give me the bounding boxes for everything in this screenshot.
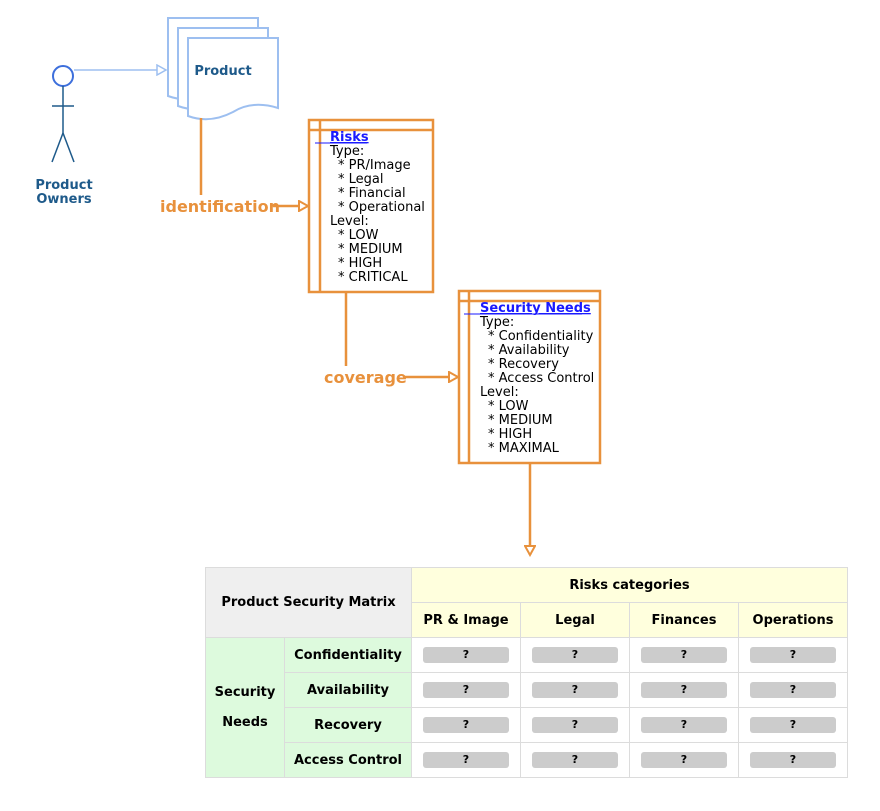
matrix-cell[interactable]: ? xyxy=(629,707,739,743)
risks-note: Risks Type:* PR/Image* Legal* Financial*… xyxy=(307,118,435,294)
security-note-line: * MAXIMAL xyxy=(488,441,560,456)
table-row: Recovery ? ? ? ? xyxy=(206,707,848,743)
security-note-box xyxy=(457,289,602,465)
actor-leg-left xyxy=(51,132,64,163)
actor-label-line1: Product xyxy=(35,178,92,193)
security-note-line: * LOW xyxy=(488,399,529,414)
actor-leg-right xyxy=(62,132,75,163)
risks-note-line: * Legal xyxy=(338,172,383,187)
cell-value: ? xyxy=(423,647,509,663)
matrix-cell[interactable]: ? xyxy=(411,707,521,743)
risks-note-line: * Operational xyxy=(338,200,425,215)
coverage-arrow: coverage xyxy=(324,292,458,387)
cell-value: ? xyxy=(532,647,618,663)
identification-arrow: identification xyxy=(160,118,308,216)
product-security-matrix: Product Security Matrix Risks categories… xyxy=(205,567,848,778)
column-header-finances: Finances xyxy=(629,602,739,638)
table-row: Access Control ? ? ? ? xyxy=(206,742,848,778)
risks-note-line: Type: xyxy=(329,144,364,159)
security-note-line: * HIGH xyxy=(488,427,532,442)
matrix-cell[interactable]: ? xyxy=(520,672,630,708)
matrix-cell[interactable]: ? xyxy=(738,637,848,673)
row-label-recovery: Recovery xyxy=(284,707,412,743)
matrix-cell[interactable]: ? xyxy=(629,742,739,778)
cell-value: ? xyxy=(641,682,727,698)
matrix-cell[interactable]: ? xyxy=(629,637,739,673)
security-note-line: Level: xyxy=(480,385,519,400)
cell-value: ? xyxy=(641,752,727,768)
security-note-line: * Availability xyxy=(488,343,570,358)
matrix-corner: Product Security Matrix xyxy=(205,567,412,638)
cell-value: ? xyxy=(532,717,618,733)
product-document-front xyxy=(187,37,279,121)
security-note-line: * MEDIUM xyxy=(488,413,553,428)
row-label-access-control: Access Control xyxy=(284,742,412,778)
coverage-label: coverage xyxy=(324,368,407,387)
cell-value: ? xyxy=(532,682,618,698)
security-note-lines: Type:* Confidentiality* Availability* Re… xyxy=(479,315,594,456)
matrix-cell[interactable]: ? xyxy=(738,707,848,743)
matrix-cell[interactable]: ? xyxy=(520,707,630,743)
table-row: Security Needs Confidentiality ? ? ? ? xyxy=(205,637,848,778)
matrix-cell[interactable]: ? xyxy=(411,637,521,673)
identification-label: identification xyxy=(160,197,280,216)
cell-value: ? xyxy=(532,752,618,768)
risks-note-line: * Financial xyxy=(338,186,406,201)
cell-value: ? xyxy=(423,752,509,768)
security-needs-note: Security Needs Type:* Confidentiality* A… xyxy=(457,289,602,465)
security-note-line: Type: xyxy=(479,315,514,330)
cell-value: ? xyxy=(641,717,727,733)
matrix-cell[interactable]: ? xyxy=(411,672,521,708)
cell-value: ? xyxy=(750,752,836,768)
risks-note-title[interactable]: Risks xyxy=(330,130,369,145)
matrix-cell[interactable]: ? xyxy=(520,637,630,673)
risks-note-line: * LOW xyxy=(338,228,379,243)
cell-value: ? xyxy=(750,682,836,698)
security-note-line: * Confidentiality xyxy=(488,329,594,344)
cell-value: ? xyxy=(423,717,509,733)
table-row: Availability ? ? ? ? xyxy=(206,672,848,708)
security-needs-row-header: Security Needs xyxy=(205,637,285,778)
actor-label-line2: Owners xyxy=(36,192,92,207)
cell-value: ? xyxy=(750,717,836,733)
column-header-legal: Legal xyxy=(520,602,630,638)
risks-note-box xyxy=(307,118,435,294)
actor-head xyxy=(52,65,74,87)
cell-value: ? xyxy=(641,647,727,663)
matrix-cell[interactable]: ? xyxy=(629,672,739,708)
matrix-cell[interactable]: ? xyxy=(411,742,521,778)
row-label-confidentiality: Confidentiality xyxy=(284,637,412,673)
cell-value: ? xyxy=(423,682,509,698)
product-documents: Product xyxy=(167,17,279,121)
product-owners-actor: Product Owners xyxy=(35,65,93,207)
risks-note-line: * MEDIUM xyxy=(338,242,403,257)
risks-note-line: Level: xyxy=(330,214,369,229)
risks-note-line: * CRITICAL xyxy=(338,270,408,285)
security-note-title[interactable]: Security Needs xyxy=(480,301,591,316)
product-label: Product xyxy=(194,64,251,79)
security-note-line: * Recovery xyxy=(488,357,559,372)
column-header-pr-image: PR & Image xyxy=(411,602,521,638)
risks-categories-header: Risks categories xyxy=(411,567,848,603)
row-group-line2: Needs xyxy=(222,714,268,730)
security-note-line: * Access Control xyxy=(488,371,594,386)
matrix-cell[interactable]: ? xyxy=(738,672,848,708)
column-header-operations: Operations xyxy=(738,602,848,638)
matrix-cell[interactable]: ? xyxy=(738,742,848,778)
row-group-line1: Security xyxy=(214,684,276,700)
row-label-availability: Availability xyxy=(284,672,412,708)
risks-note-lines: Type:* PR/Image* Legal* Financial* Opera… xyxy=(329,144,425,285)
risks-note-line: * PR/Image xyxy=(338,158,411,173)
cell-value: ? xyxy=(750,647,836,663)
risks-note-line: * HIGH xyxy=(338,256,382,271)
matrix-cell[interactable]: ? xyxy=(520,742,630,778)
